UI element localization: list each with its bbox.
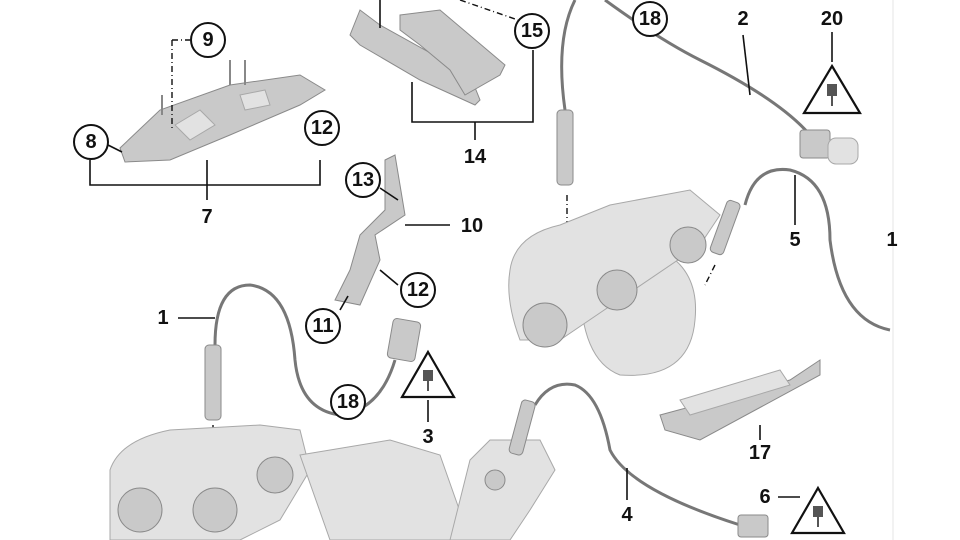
connector-4: [737, 514, 769, 538]
exhaust-manifold-left: [109, 424, 471, 540]
svg-text:18: 18: [337, 391, 359, 413]
callout-2[interactable]: 2: [737, 8, 748, 30]
callout-18[interactable]: 18: [632, 1, 668, 37]
svg-text:13: 13: [352, 169, 374, 191]
oxygen-sensor-1: [204, 344, 222, 421]
callout-12-b[interactable]: 12: [400, 272, 436, 308]
callout-5[interactable]: 5: [789, 229, 800, 251]
callout-1[interactable]: 1: [157, 307, 168, 329]
bracket-14: [349, 9, 506, 106]
callout-17[interactable]: 17: [749, 442, 771, 464]
callout-12[interactable]: 12: [304, 110, 340, 146]
callout-15[interactable]: 15: [514, 13, 550, 49]
sensor-cable-1: [213, 283, 397, 417]
warning-plug-icon-3: [400, 349, 456, 422]
exhaust-manifold-right: [508, 189, 721, 376]
svg-text:18: 18: [639, 8, 661, 30]
callout-11[interactable]: 11: [305, 308, 341, 344]
oxygen-sensor-4: [508, 399, 536, 456]
bracket-7: [89, 160, 321, 186]
svg-text:11: 11: [312, 315, 333, 337]
sensor-cable-18: [560, 0, 577, 111]
exhaust-pipe-4: [449, 439, 556, 540]
svg-text:8: 8: [85, 131, 96, 153]
callout-3[interactable]: 3: [422, 426, 433, 448]
callout-1-cut[interactable]: 1: [886, 229, 897, 251]
callout-10[interactable]: 10: [461, 215, 483, 237]
warning-plug-icon-6: [778, 485, 846, 535]
callout-14[interactable]: 14: [464, 146, 487, 168]
callout-8[interactable]: 8: [73, 124, 109, 160]
heat-shield-7: [119, 60, 326, 163]
callout-18-b[interactable]: 18: [330, 384, 366, 420]
bracket-17: [659, 359, 821, 441]
warning-plug-icon-20: [802, 32, 862, 115]
oxygen-sensor-18: [556, 109, 574, 186]
callout-6[interactable]: 6: [759, 486, 770, 508]
connector-2: [799, 129, 859, 165]
sensor-cable-5: [743, 167, 891, 332]
svg-text:12: 12: [311, 117, 333, 139]
callout-20[interactable]: 20: [821, 8, 843, 30]
svg-text:9: 9: [202, 29, 213, 51]
svg-text:15: 15: [521, 20, 543, 42]
callout-7[interactable]: 7: [201, 206, 212, 228]
callout-13[interactable]: 13: [345, 162, 381, 198]
svg-text:12: 12: [407, 279, 429, 301]
callout-9[interactable]: 9: [190, 22, 226, 58]
connector-1: [386, 318, 422, 362]
oxygen-sensor-5: [709, 199, 741, 256]
sensor-cable-4: [533, 382, 741, 527]
callout-4[interactable]: 4: [621, 504, 633, 526]
